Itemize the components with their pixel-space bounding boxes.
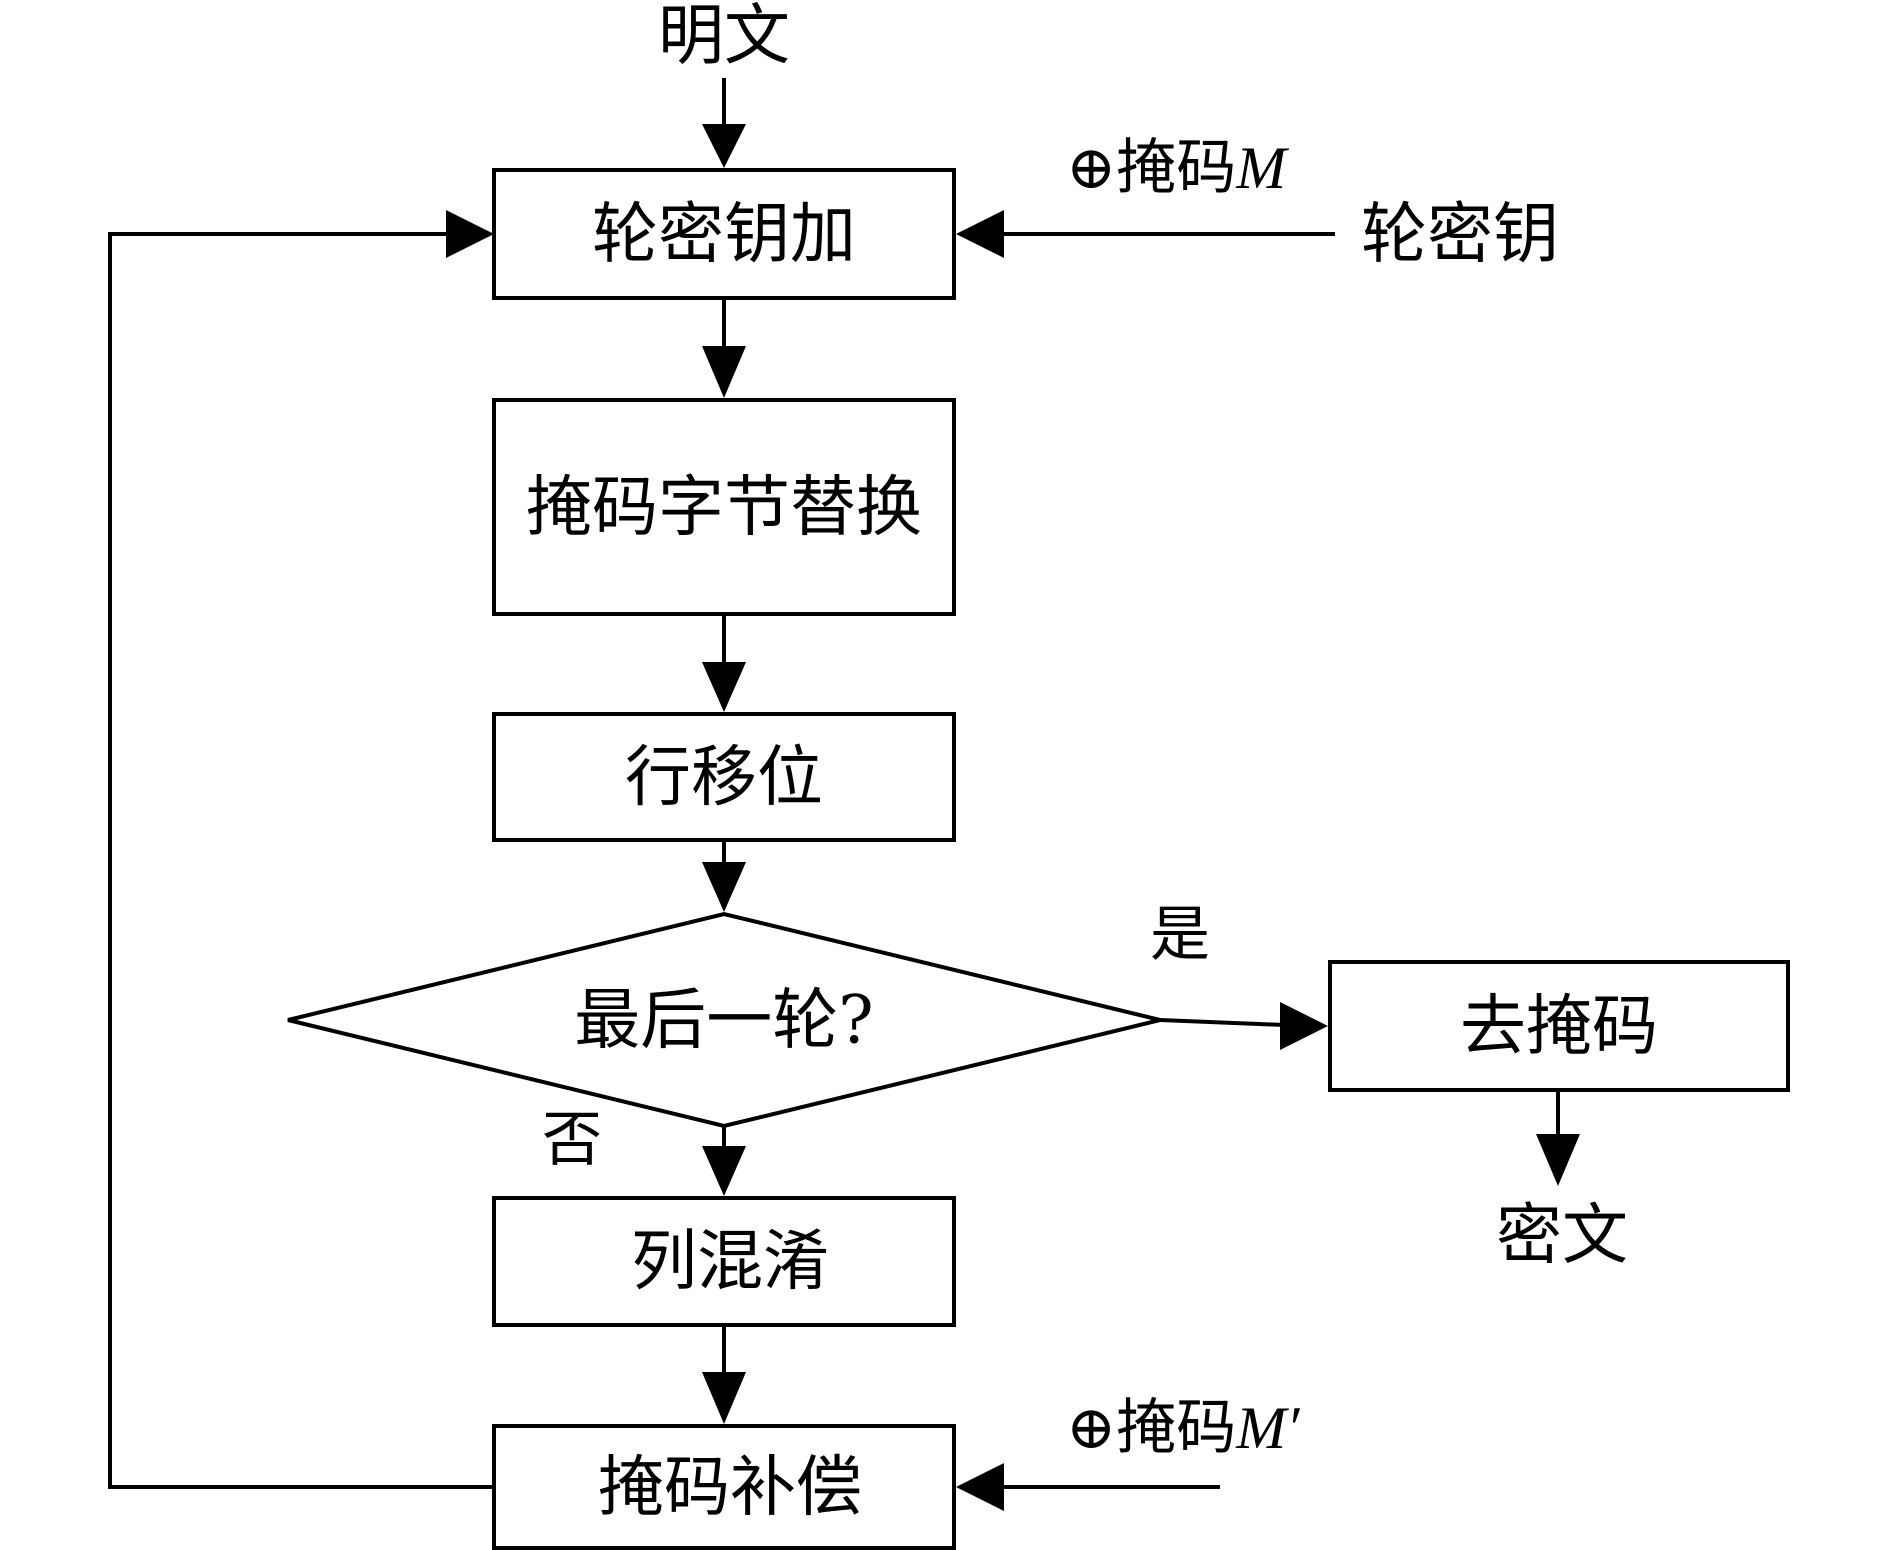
arrow-heads [446, 124, 1580, 1511]
label-yes: 是 [1150, 900, 1210, 970]
label-round-key-add: 轮密钥加 [592, 196, 856, 273]
arrowhead-right-roundkeyadd [446, 210, 494, 258]
mask-m-prime-text: 掩码 [1116, 1393, 1236, 1463]
decision-diamond [287, 911, 1161, 1129]
arrowhead-down-decision [702, 862, 746, 912]
xor-icon: ⊕ [1066, 1393, 1116, 1463]
mask-m-prime-var: M′ [1235, 1395, 1300, 1461]
box-remove-mask [1328, 960, 1790, 1092]
arrowhead-left-compensation [956, 1463, 1004, 1511]
mask-m-var: M [1235, 135, 1289, 201]
box-mask-compensation [492, 1424, 956, 1550]
arrowhead-down-ciphertext [1536, 1134, 1580, 1186]
box-shift-rows [492, 712, 956, 842]
connectors [108, 78, 1560, 1489]
label-round-key-input: 轮密钥 [1361, 196, 1559, 273]
label-mix-columns: 列混淆 [631, 1223, 829, 1300]
label-remove-mask: 去掩码 [1460, 988, 1658, 1065]
label-mask-m: ⊕掩码M [1066, 133, 1289, 203]
label-shift-rows: 行移位 [625, 739, 823, 816]
label-no: 否 [542, 1105, 602, 1175]
arrowhead-down-mixcolumns [702, 1146, 746, 1196]
arrowhead-down-roundkeyadd [702, 124, 746, 168]
box-round-key-add [492, 168, 956, 300]
arrow-decision-yes-to-removemask [1159, 1018, 1286, 1027]
arrowhead-left-roundkeyadd [956, 210, 1004, 258]
label-last-round-decision: 最后一轮? [574, 982, 873, 1059]
xor-icon: ⊕ [1066, 133, 1116, 203]
label-mask-compensation: 掩码补偿 [598, 1449, 862, 1526]
mask-m-text: 掩码 [1116, 133, 1236, 203]
loop-back-arrow [108, 232, 494, 1489]
label-masked-subbytes: 掩码字节替换 [526, 469, 922, 546]
arrowhead-down-shiftrows [702, 662, 746, 712]
box-masked-subbytes [492, 398, 956, 616]
label-mask-m-prime: ⊕掩码M′ [1066, 1393, 1300, 1463]
arrowhead-right-removemask [1280, 1002, 1328, 1050]
label-ciphertext: 密文 [1496, 1197, 1628, 1274]
arrowhead-down-compensation [702, 1372, 746, 1424]
arrowhead-down-subbytes [702, 346, 746, 398]
box-mix-columns [492, 1196, 956, 1327]
label-plaintext: 明文 [658, 0, 790, 74]
